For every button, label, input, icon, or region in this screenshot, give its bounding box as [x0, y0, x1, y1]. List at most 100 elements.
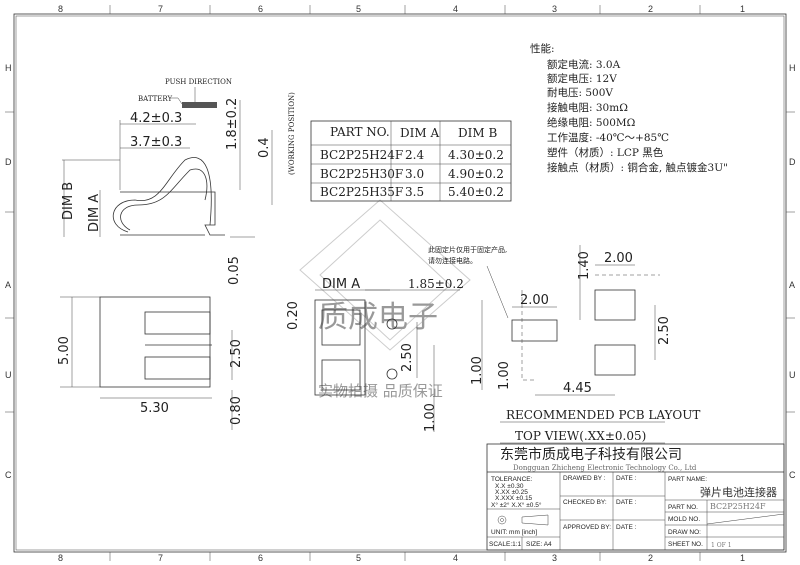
zone-label: 7 — [158, 553, 163, 563]
zone-label: D — [789, 157, 796, 167]
dim-3-7: 3.7±0.3 — [130, 135, 182, 150]
dim-a-label: DIM A — [87, 194, 102, 232]
pcb-layout: 2.00 2.00 1.40 2.50 1.00 4.45 RECOMMENDE… — [497, 245, 700, 444]
spec-line: 工作温度: -40℃～+85℃ — [547, 131, 669, 144]
zone-label: D — [5, 157, 12, 167]
zone-label: H — [789, 63, 796, 73]
projection-cone-icon — [521, 514, 549, 526]
top-dim-a: DIM A — [322, 277, 360, 292]
zone-label: 4 — [453, 4, 458, 14]
table-cell: BC2P25H24F — [320, 148, 403, 162]
pcb-pad — [594, 289, 636, 321]
zone-label: 3 — [552, 553, 557, 563]
tolerance-label: TOLERANCE: — [491, 476, 533, 483]
top-view: DIM A 1.85±0.2 0.20 2.50 1.00 1.00 此固定片仅… — [286, 245, 509, 432]
mold-no-label: MOLD NO. — [668, 516, 700, 523]
sheet-no-label: SHEET NO. — [668, 541, 703, 548]
zone-label: 4 — [453, 553, 458, 563]
zone-label: A — [789, 280, 795, 290]
company-name-en: Dongguan Zhicheng Electronic Technology … — [513, 464, 697, 472]
pcb-dim-2-50: 2.50 — [657, 316, 672, 345]
zone-labels-side: H D A U C H D A U C — [5, 63, 796, 480]
dim-0-4: 0.4 — [257, 137, 272, 158]
table-cell: 4.30±0.2 — [448, 148, 504, 162]
size-label: SIZE: A4 — [526, 541, 552, 548]
note-leader-arrow — [486, 265, 509, 319]
zone-label: 6 — [258, 553, 263, 563]
pcb-dim-1-40: 1.40 — [577, 251, 592, 280]
zone-label: 8 — [58, 553, 63, 563]
approved-by-label: APPROVED BY: — [563, 524, 611, 531]
battery-label: BATTERY — [138, 95, 172, 103]
dim-1-85: 1.85±0.2 — [408, 277, 464, 291]
sheet-no-value: 1 OF 1 — [711, 542, 732, 549]
drawing-border — [13, 13, 787, 553]
performance-specs: 性能: 额定电流: 3.0A 额定电压: 12V 耐电压: 500V 接触电阻:… — [530, 42, 728, 174]
pcb-dim-1-00: 1.00 — [497, 361, 512, 390]
zone-label: 1 — [740, 553, 745, 563]
table-header: DIM B — [458, 126, 497, 140]
spec-line: 塑件（材质）: LCP 黑色 — [547, 146, 664, 159]
tolerance-line: X.XXX ±0.15 — [495, 495, 533, 502]
table-header: DIM A — [400, 126, 439, 140]
spec-line: 额定电流: 3.0A — [547, 58, 621, 71]
dim-0-05: 0.05 — [227, 256, 242, 285]
tolerance-line: X.X ±0.30 — [495, 483, 524, 490]
zone-label: A — [5, 280, 11, 290]
part-name-value: 弹片电池连接器 — [700, 485, 777, 499]
pcb-dim-4-45: 4.45 — [563, 381, 592, 396]
zone-label: H — [5, 63, 12, 73]
zone-label: 2 — [648, 553, 653, 563]
top-dim-2-50: 2.50 — [400, 343, 415, 372]
pcb-pad-fixing — [511, 319, 558, 342]
part-no-value: BC2P25H24F — [710, 502, 766, 511]
zone-label: 6 — [258, 4, 263, 14]
dim-1-8: 1.8±0.2 — [225, 98, 240, 150]
zone-labels-bottom: 8 7 6 5 4 3 2 1 — [58, 553, 745, 563]
company-name-cn: 东莞市质成电子科技有限公司 — [500, 446, 682, 463]
zone-label: 1 — [740, 4, 745, 14]
fixing-tab-note-line2: 请勿连接电路。 — [428, 256, 477, 265]
table-cell: 4.90±0.2 — [448, 167, 504, 181]
checked-by-label: CHECKED BY: — [563, 499, 607, 506]
spec-line: 绝缘电阻: 500MΩ — [547, 116, 636, 129]
date-label: DATE : — [616, 475, 637, 482]
spec-line: 接触电阻: 30mΩ — [547, 101, 628, 114]
zone-label: U — [5, 370, 12, 380]
zone-label: 7 — [158, 4, 163, 14]
table-cell: BC2P25H35F — [320, 185, 403, 199]
zone-dividers — [5, 5, 795, 561]
dim-2-50: 2.50 — [229, 339, 244, 368]
projection-symbol-icon — [497, 515, 507, 525]
dim-5-30: 5.30 — [140, 401, 169, 416]
zone-labels-top: 8 7 6 5 4 3 2 1 — [58, 4, 745, 14]
zone-label: C — [789, 470, 796, 480]
zone-label: 3 — [552, 4, 557, 14]
date-label: DATE : — [616, 524, 637, 531]
dim-4-2: 4.2±0.3 — [130, 111, 182, 126]
fixing-tab-note-line1: 此固定片仅用于固定产品, — [428, 245, 507, 254]
tolerance-line: X.XX ±0.25 — [495, 489, 528, 496]
tolerance-angle: X° ±2° X.X° ±0.5° — [491, 501, 542, 509]
zone-label: 2 — [648, 4, 653, 14]
zone-label: C — [5, 470, 12, 480]
top-dim-1-00-b: 1.00 — [423, 403, 438, 432]
dim-0-80: 0.80 — [229, 396, 244, 425]
zone-label: 8 — [58, 4, 63, 14]
pcb-dim-2-00-a: 2.00 — [520, 293, 549, 308]
dimension-table: PART NO. DIM A DIM B BC2P25H24F 2.4 4.30… — [310, 120, 512, 202]
pcb-dim-2-00-b: 2.00 — [604, 251, 633, 266]
dim-b-label: DIM B — [61, 182, 76, 220]
table-cell: 3.0 — [405, 167, 424, 181]
scale-label: SCALE:1:1 — [489, 541, 522, 548]
dim-5-00: 5.00 — [57, 336, 72, 365]
pcb-pad — [594, 344, 636, 376]
spec-line: 额定电压: 12V — [547, 72, 617, 85]
specs-title: 性能: — [530, 42, 555, 55]
part-no-label: PART NO. — [668, 504, 698, 511]
side-view: PUSH DIRECTION BATTERY 4.2±0.3 3.7±0.3 1… — [61, 78, 296, 285]
draw-no-label: DRAW NO: — [668, 529, 701, 536]
title-block: 东莞市质成电子科技有限公司 Dongguan Zhicheng Electron… — [486, 443, 785, 551]
dim-0-20: 0.20 — [286, 301, 301, 330]
drawed-by-label: DRAWED BY : — [563, 475, 606, 482]
